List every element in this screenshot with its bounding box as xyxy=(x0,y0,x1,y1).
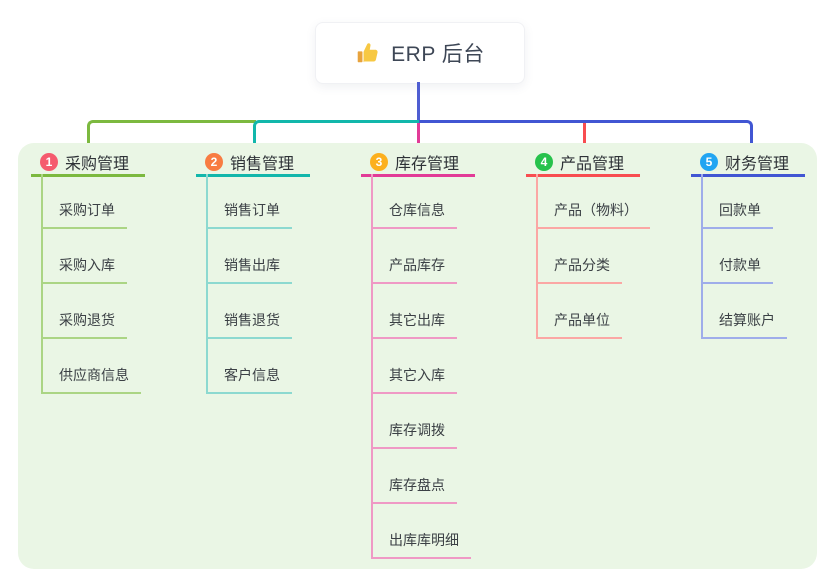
child-node[interactable]: 产品单位 xyxy=(538,284,640,339)
child-node-label: 销售退货 xyxy=(208,310,292,339)
child-node-label: 产品单位 xyxy=(538,310,622,339)
child-node-label: 其它出库 xyxy=(373,310,457,339)
branch-number-badge: 3 xyxy=(370,153,388,171)
child-node[interactable]: 销售出库 xyxy=(208,229,310,284)
child-node-label: 出库库明细 xyxy=(373,530,471,559)
child-node-label: 产品分类 xyxy=(538,255,622,284)
child-node[interactable]: 采购入库 xyxy=(43,229,145,284)
child-node-label: 采购订单 xyxy=(43,200,127,229)
branch-children: 产品（物料） 产品分类产品单位 xyxy=(536,174,650,339)
child-node-label: 销售出库 xyxy=(208,255,292,284)
branch-label: 财务管理 xyxy=(725,156,790,173)
child-node[interactable]: 采购退货 xyxy=(43,284,145,339)
child-node[interactable]: 供应商信息 xyxy=(43,339,145,394)
branch-column-1: 1 采购管理采购订单采购入库采购退货供应商信息 xyxy=(31,150,145,394)
connector-branch-5 xyxy=(419,120,753,155)
branch-column-3: 3 库存管理仓库信息产品库存其它出库其它入库库存调拨库存盘点出库库明细 xyxy=(361,150,475,559)
child-node-label: 产品库存 xyxy=(373,255,457,284)
branch-number-badge: 5 xyxy=(700,153,718,171)
connector-branch-1 xyxy=(87,120,256,155)
branch-column-2: 2 销售管理销售订单销售出库销售退货客户信息 xyxy=(196,150,310,394)
child-node[interactable]: 销售订单 xyxy=(208,174,310,229)
branch-label: 采购管理 xyxy=(65,156,130,173)
branch-node-2[interactable]: 2 销售管理 xyxy=(196,150,310,177)
branch-label: 销售管理 xyxy=(230,156,295,173)
connector-branch-3 xyxy=(417,123,420,152)
child-node-label: 结算账户 xyxy=(703,310,787,339)
connector-trunk xyxy=(417,82,420,123)
branch-node-3[interactable]: 3 库存管理 xyxy=(361,150,475,177)
root-node-erp[interactable]: ERP 后台 xyxy=(315,22,525,84)
branch-number-badge: 4 xyxy=(535,153,553,171)
child-node[interactable]: 结算账户 xyxy=(703,284,805,339)
child-node[interactable]: 其它入库 xyxy=(373,339,475,394)
branch-children: 采购订单采购入库采购退货供应商信息 xyxy=(41,174,145,394)
child-node[interactable]: 客户信息 xyxy=(208,339,310,394)
child-node[interactable]: 回款单 xyxy=(703,174,805,229)
branch-label: 产品管理 xyxy=(560,156,625,173)
root-node-title: ERP 后台 xyxy=(391,43,485,66)
child-node[interactable]: 销售退货 xyxy=(208,284,310,339)
thumbs-up-icon xyxy=(357,43,378,63)
child-node[interactable]: 付款单 xyxy=(703,229,805,284)
branch-children: 回款单付款单结算账户 xyxy=(701,174,805,339)
child-node[interactable]: 其它出库 xyxy=(373,284,475,339)
branch-children: 销售订单销售出库销售退货客户信息 xyxy=(206,174,310,394)
branch-column-4: 4 产品管理产品（物料） 产品分类产品单位 xyxy=(526,150,650,339)
child-node-label: 付款单 xyxy=(703,255,773,284)
child-node-label: 产品（物料） xyxy=(538,200,650,229)
child-node[interactable]: 产品（物料） xyxy=(538,174,650,229)
child-node-label: 库存盘点 xyxy=(373,475,457,504)
branch-children: 仓库信息产品库存其它出库其它入库库存调拨库存盘点出库库明细 xyxy=(371,174,475,559)
child-node[interactable]: 产品分类 xyxy=(538,229,640,284)
child-node-label: 客户信息 xyxy=(208,365,292,394)
child-node-label: 回款单 xyxy=(703,200,773,229)
child-node[interactable]: 产品库存 xyxy=(373,229,475,284)
child-node-label: 销售订单 xyxy=(208,200,292,229)
branch-number-badge: 1 xyxy=(40,153,58,171)
connector-branch-4 xyxy=(583,123,586,152)
branches-canvas xyxy=(18,143,817,569)
branch-label: 库存管理 xyxy=(395,156,460,173)
child-node-label: 供应商信息 xyxy=(43,365,141,394)
child-node-label: 采购入库 xyxy=(43,255,127,284)
child-node-label: 其它入库 xyxy=(373,365,457,394)
child-node[interactable]: 库存调拨 xyxy=(373,394,475,449)
child-node-label: 库存调拨 xyxy=(373,420,457,449)
child-node[interactable]: 库存盘点 xyxy=(373,449,475,504)
branch-node-1[interactable]: 1 采购管理 xyxy=(31,150,145,177)
child-node-label: 采购退货 xyxy=(43,310,127,339)
child-node[interactable]: 采购订单 xyxy=(43,174,145,229)
connector-branch-2 xyxy=(253,120,420,155)
branch-column-5: 5 财务管理回款单付款单结算账户 xyxy=(691,150,805,339)
child-node[interactable]: 出库库明细 xyxy=(373,504,475,559)
branch-node-5[interactable]: 5 财务管理 xyxy=(691,150,805,177)
branch-node-4[interactable]: 4 产品管理 xyxy=(526,150,640,177)
branch-number-badge: 2 xyxy=(205,153,223,171)
child-node[interactable]: 仓库信息 xyxy=(373,174,475,229)
child-node-label: 仓库信息 xyxy=(373,200,457,229)
